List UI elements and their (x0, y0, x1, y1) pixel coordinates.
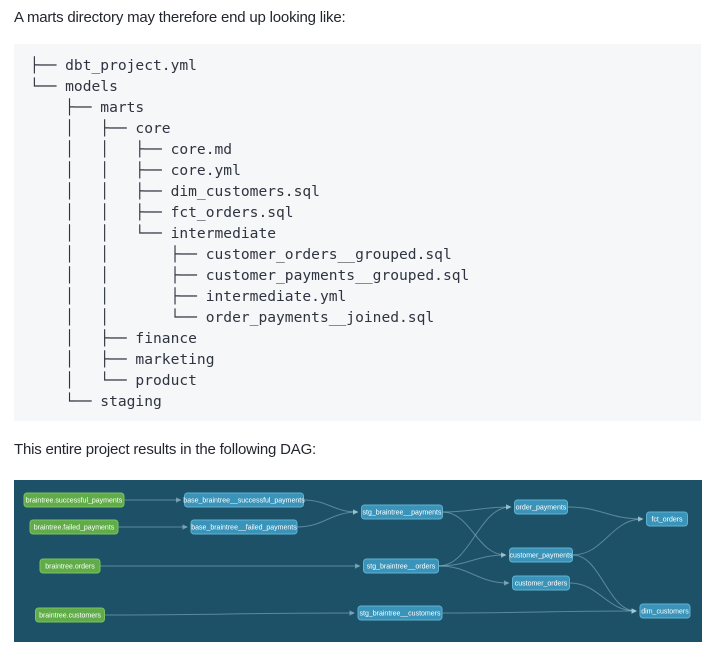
dag-edge-base_braintree__successful_payments-to-stg_braintree__payments (303, 499, 359, 515)
dag-node-braintree.customers[interactable]: braintree.customers (35, 607, 105, 623)
dag-edge-base_braintree__failed_payments-to-stg_braintree__payments (296, 509, 359, 528)
dag-edge-stg_braintree__orders-to-customer_payments (438, 552, 507, 567)
dag-node-label: order_payments (516, 504, 567, 511)
dag-edge-braintree.customers-to-stg_braintree__customers (104, 610, 355, 616)
dag-node-box[interactable] (357, 605, 443, 621)
dag-node-label: braintree.successful_payments (26, 497, 123, 504)
dag-node-box[interactable] (23, 492, 125, 508)
dag-node-box[interactable] (39, 558, 101, 574)
dag-node-box[interactable] (646, 511, 688, 527)
dag-canvas: braintree.successful_payments base_braint… (14, 480, 702, 642)
dag-node-box[interactable] (363, 558, 439, 574)
dag-node-box[interactable] (509, 547, 573, 563)
dag-node-base_braintree__successful_payments[interactable]: base_braintree__successful_payments (183, 492, 305, 508)
dag-node-label: braintree.orders (45, 563, 95, 570)
dag-node-label: braintree.customers (39, 612, 101, 619)
dag-node-label: dim_customers (641, 608, 689, 615)
dag-edge-stg_braintree__orders-to-customer_orders (438, 565, 510, 586)
dag-node-box[interactable] (190, 519, 298, 535)
dag-node-label: customer_orders (515, 580, 568, 587)
dag-node-customer_payments[interactable]: customer_payments (509, 547, 573, 563)
dag-edge-order_payments-to-fct_orders (567, 506, 644, 522)
dag-edge-stg_braintree__payments-to-customer_payments (442, 511, 507, 558)
dag-edge-customer_payments-to-dim_customers (572, 554, 637, 614)
dag-node-box[interactable] (29, 519, 119, 535)
dag-node-label: fct_orders (651, 516, 683, 523)
intro-text: A marts directory may therefore end up l… (14, 9, 346, 26)
dag-node-label: stg_braintree__payments (363, 509, 442, 516)
dag-node-base_braintree__failed_payments[interactable]: base_braintree__failed_payments (190, 519, 298, 535)
dag-edge-stg_braintree__payments-to-order_payments (442, 504, 512, 513)
dag-node-label: base_braintree__failed_payments (191, 524, 297, 531)
dag-node-braintree.failed_payments[interactable]: braintree.failed_payments (29, 519, 119, 535)
dag-node-order_payments[interactable]: order_payments (514, 499, 568, 515)
dag-node-label: customer_payments (509, 552, 573, 559)
dag-figure: braintree.successful_payments base_braint… (14, 480, 702, 642)
directory-tree-text: ├── dbt_project.yml └── models ├── marts… (30, 57, 470, 410)
dag-node-box[interactable] (35, 607, 105, 623)
dag-node-label: stg_braintree__customers (360, 610, 441, 617)
dag-node-stg_braintree__customers[interactable]: stg_braintree__customers (357, 605, 443, 621)
dag-edge-stg_braintree__orders-to-order_payments (438, 504, 512, 567)
dag-intro-text: This entire project results in the follo… (14, 441, 316, 458)
dag-node-label: braintree.failed_payments (34, 524, 115, 531)
dag-node-box[interactable] (184, 492, 304, 508)
directory-tree-block: ├── dbt_project.yml └── models ├── marts… (14, 44, 701, 421)
dag-node-dim_customers[interactable]: dim_customers (639, 603, 691, 619)
dag-node-customer_orders[interactable]: customer_orders (512, 575, 570, 591)
dag-node-label: base_braintree__successful_payments (183, 497, 305, 504)
dag-edge-customer_payments-to-fct_orders (572, 516, 644, 556)
dag-node-braintree.successful_payments[interactable]: braintree.successful_payments (23, 492, 125, 508)
dag-edge-customer_orders-to-dim_customers (569, 582, 637, 614)
dag-node-braintree.orders[interactable]: braintree.orders (39, 558, 101, 574)
dag-node-stg_braintree__payments[interactable]: stg_braintree__payments (361, 504, 443, 520)
dag-node-stg_braintree__orders[interactable]: stg_braintree__orders (363, 558, 439, 574)
dag-node-fct_orders[interactable]: fct_orders (646, 511, 688, 527)
dag-node-box[interactable] (512, 575, 570, 591)
dag-node-box[interactable] (514, 499, 568, 515)
dag-node-label: stg_braintree__orders (367, 563, 436, 570)
dag-node-box[interactable] (639, 603, 691, 619)
dag-edge-stg_braintree__customers-to-dim_customers (441, 608, 637, 614)
dag-node-box[interactable] (361, 504, 443, 520)
